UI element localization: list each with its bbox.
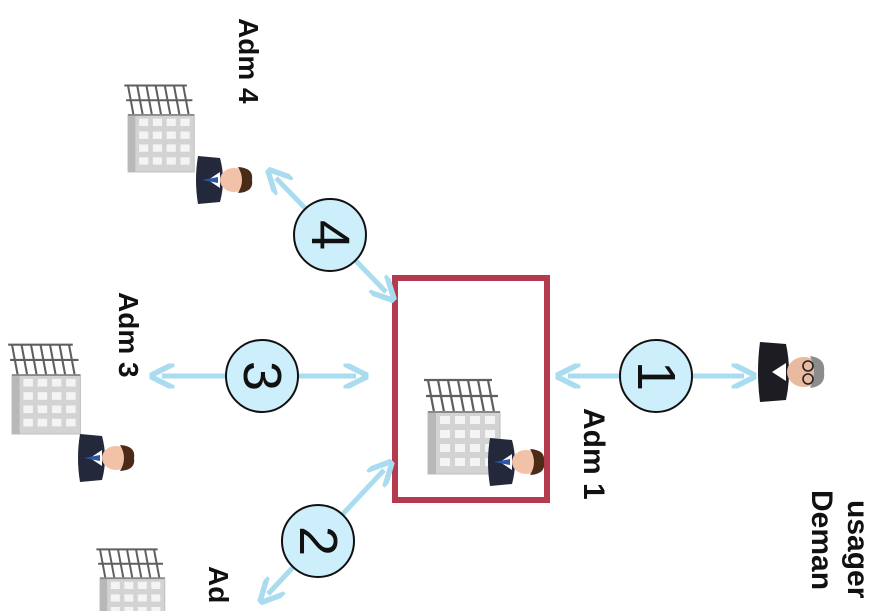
adm1-person (488, 438, 544, 486)
adm4-label: Adm 4 (234, 18, 262, 104)
adm3-building (8, 345, 80, 434)
demandeur-label-line1: usager (842, 500, 872, 598)
step-2-number: 2 (288, 526, 348, 556)
step-3-number: 3 (232, 361, 292, 391)
step-4-number: 4 (300, 220, 360, 250)
demandeur-person (758, 342, 824, 402)
adm2-building (96, 549, 164, 611)
adm3-label: Adm 3 (114, 292, 142, 378)
step-1-number: 1 (626, 361, 686, 391)
adm4-building (124, 86, 194, 172)
demandeur-label-line2: Deman (806, 490, 836, 590)
adm1-label: Adm 1 (578, 408, 608, 500)
adm3-person (78, 434, 134, 482)
adm2-label: Ad (204, 566, 232, 603)
adm4-person (196, 156, 252, 204)
